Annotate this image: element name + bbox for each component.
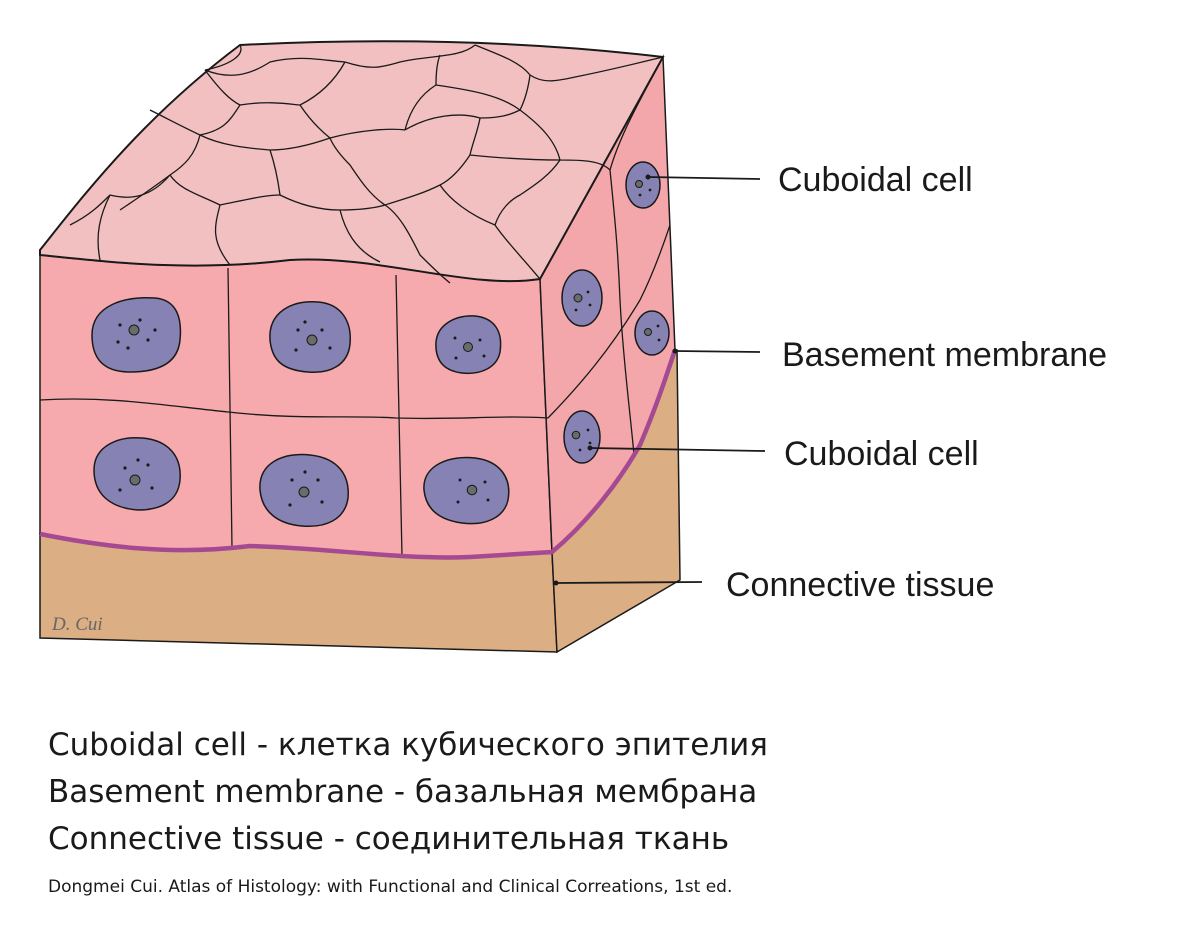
legend-line-cuboidal-cell: Cuboidal cell - клетка кубического эпите… (48, 727, 768, 763)
nucleus-front-upper-1 (91, 296, 182, 373)
legend-line-basement-membrane: Basement membrane - базальная мембрана (48, 774, 758, 810)
label-cuboidal-cell-top: Cuboidal cell (778, 161, 973, 199)
nucleus-side-top (625, 161, 661, 209)
basement-membrane (39, 349, 678, 560)
leader-line-basement (674, 350, 761, 353)
nucleus-front-upper-2 (269, 301, 351, 373)
leader-line-connective (555, 581, 703, 584)
nucleus-front-upper-3 (435, 315, 502, 375)
label-basement-membrane: Basement membrane (782, 336, 1107, 374)
translation-legend: Cuboidal cell - клетка кубического эпите… (48, 722, 1148, 863)
front-cell-boundaries (39, 267, 549, 557)
nucleus-side-right (634, 310, 670, 356)
nucleus-side-middle (561, 269, 603, 327)
nucleus-side-lower (563, 410, 601, 464)
nucleus-front-lower-1 (93, 436, 181, 511)
side-cell-boundaries (547, 169, 671, 456)
legend-line-connective-tissue: Connective tissue - соединительная ткань (48, 821, 730, 857)
nucleus-front-lower-3 (423, 456, 510, 525)
epithelium-top-face (39, 40, 665, 283)
source-citation: Dongmei Cui. Atlas of Histology: with Fu… (48, 877, 733, 897)
apical-cell-boundaries (69, 44, 664, 284)
leader-lines (555, 176, 766, 584)
leader-line-cuboidal-top (647, 176, 761, 180)
nucleus-front-lower-2 (259, 453, 349, 528)
label-connective-tissue: Connective tissue (726, 566, 994, 604)
leader-line-cuboidal-lower (589, 447, 766, 452)
artist-signature: D. Cui (51, 614, 103, 635)
label-cuboidal-cell-lower: Cuboidal cell (784, 435, 979, 473)
cuboidal-epithelium-diagram: Cuboidal cell Basement membrane Cuboidal… (39, 40, 1107, 654)
